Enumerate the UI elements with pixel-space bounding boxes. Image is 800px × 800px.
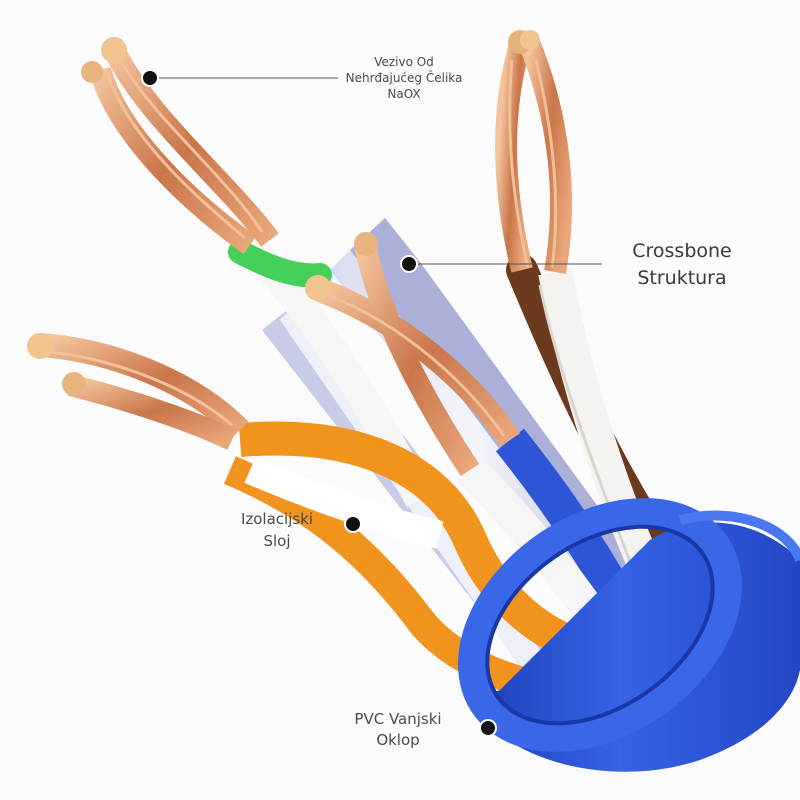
label-pvc-line1: PVC Vanjski [354, 710, 442, 728]
label-conductor: Vezivo Od Nehrđajućeg Čelika NaOX [336, 54, 472, 102]
pvc-outer-jacket [458, 498, 800, 772]
label-insulation: Izolacijski Sloj [238, 508, 316, 552]
label-crossbone-line2: Struktura [637, 267, 727, 289]
leader-lines [150, 77, 602, 265]
marker-dot-crossbone [400, 255, 418, 273]
marker-dot-conductor [141, 69, 159, 87]
marker-dot-insulation [344, 515, 362, 533]
label-insulation-line1: Izolacijski [240, 510, 314, 528]
marker-dot-pvc [479, 719, 497, 737]
label-conductor-line2: Nehrđajućeg Čelika [345, 71, 463, 85]
label-crossbone: Crossbone Struktura [620, 238, 744, 292]
label-pvc-line2: Oklop [376, 731, 420, 749]
label-conductor-line3: NaOX [387, 87, 421, 101]
label-crossbone-line1: Crossbone [632, 240, 732, 262]
label-pvc-jacket: PVC Vanjski Oklop [352, 709, 444, 751]
label-conductor-line1: Vezivo Od [374, 55, 434, 69]
label-insulation-line2: Sloj [263, 532, 291, 550]
